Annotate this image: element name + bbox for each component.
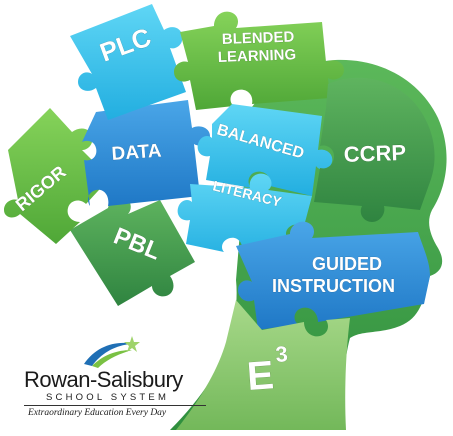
district-name: Rowan-Salisbury xyxy=(24,367,183,392)
balanced-piece xyxy=(197,104,333,196)
district-tagline: Extraordinary Education Every Day xyxy=(28,408,167,418)
guided-instruction-piece xyxy=(236,221,430,330)
blended-label-line2: LEARNING xyxy=(218,46,297,66)
e3-piece xyxy=(176,300,350,430)
swoosh-star-icon xyxy=(84,336,140,368)
data-label: DATA xyxy=(111,141,163,165)
plc-piece xyxy=(70,4,186,120)
data-piece xyxy=(82,100,210,206)
rigor-piece xyxy=(4,108,110,244)
ccrp-piece xyxy=(314,77,435,223)
district-subtitle: SCHOOL SYSTEM xyxy=(46,392,170,403)
guided-label-line1: GUIDED xyxy=(312,254,382,274)
pbl-piece xyxy=(70,196,195,306)
logo-divider xyxy=(24,405,206,406)
blended-label-line1: BLENDED xyxy=(222,28,295,48)
e3-label-base: E xyxy=(246,353,276,399)
rowan-salisbury-logo: Rowan-Salisbury SCHOOL SYSTEM Extraordin… xyxy=(22,334,212,424)
guided-label-line2: INSTRUCTION xyxy=(272,276,395,296)
blended-learning-piece xyxy=(174,11,344,110)
e3-label-exponent: 3 xyxy=(275,341,289,367)
ccrp-label: CCRP xyxy=(343,140,406,167)
